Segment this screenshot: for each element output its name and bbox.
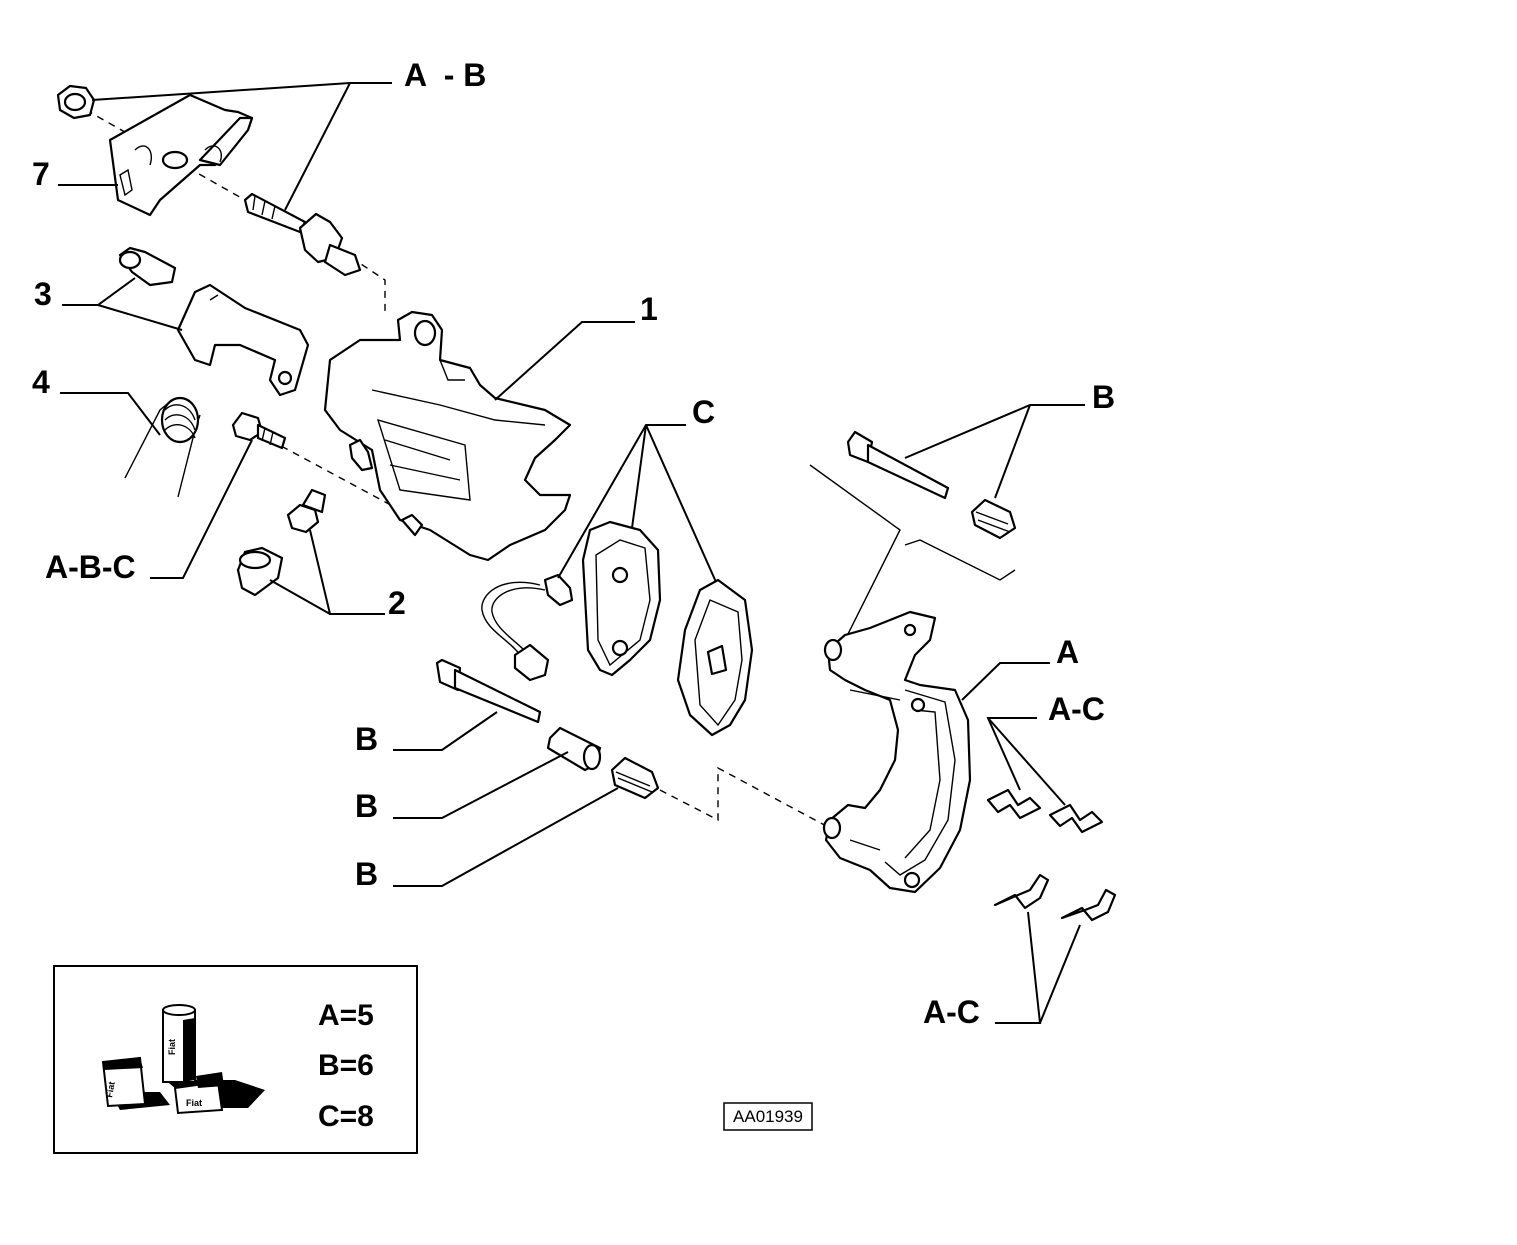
boot-upper <box>970 498 1017 540</box>
bushing-lower <box>546 726 602 772</box>
lubricant-tube-icon: Fiat Fiat Fiat <box>101 1004 265 1115</box>
callout-4: 4 <box>32 364 50 400</box>
part-7-bracket <box>108 93 254 217</box>
callout-3: 3 <box>34 276 52 312</box>
wear-sensor <box>481 573 574 682</box>
callout-b-1: B <box>355 721 378 757</box>
callout-ac-top: A-C <box>1048 691 1105 727</box>
callout-b-3: B <box>355 856 378 892</box>
callout-b-top: B <box>1092 379 1115 415</box>
callout-abc: A-B-C <box>45 549 136 585</box>
box1-brand-label: Fiat <box>104 1081 117 1099</box>
drawing-code-box: AA01939 <box>723 1102 813 1131</box>
box2-brand-label: Fiat <box>186 1098 202 1108</box>
part-1-caliper-body <box>323 310 572 562</box>
brake-pads <box>581 520 754 737</box>
bolt-abc <box>231 411 287 450</box>
part-3-plate <box>118 246 310 397</box>
callout-2: 2 <box>388 585 406 621</box>
callout-b-2: B <box>355 788 378 824</box>
legend-c: C=8 <box>318 1100 374 1133</box>
caliper-carrier <box>822 610 972 894</box>
flange-nut <box>56 84 96 120</box>
guide-pin-bolt <box>243 192 362 277</box>
legend-b: B=6 <box>318 1049 374 1082</box>
callout-a: A <box>1056 634 1079 670</box>
pad-clips <box>986 788 1117 922</box>
callout-ab: A - B <box>404 57 486 93</box>
guide-pin-upper <box>846 430 950 500</box>
callout-c: C <box>692 394 715 430</box>
boot-lower <box>610 756 660 800</box>
leader-lines <box>58 82 1085 1024</box>
callout-7: 7 <box>32 156 50 192</box>
callout-labels: A - B 7 3 4 1 A-B-C 2 C B A A-C B B B A-… <box>32 57 1115 1030</box>
guide-pin-lower <box>435 658 542 724</box>
callout-ac-bottom: A-C <box>923 994 980 1030</box>
lubricant-legend: Fiat Fiat Fiat A=5 B=6 C=8 <box>53 965 418 1154</box>
assembly-axes <box>85 109 1016 829</box>
drawing-code: AA01939 <box>733 1107 803 1126</box>
callout-1: 1 <box>640 291 658 327</box>
part-4-spring <box>124 396 201 498</box>
legend-a: A=5 <box>318 999 374 1032</box>
part-2-bleed-screw <box>236 488 327 597</box>
tube-brand-label: Fiat <box>167 1039 177 1055</box>
